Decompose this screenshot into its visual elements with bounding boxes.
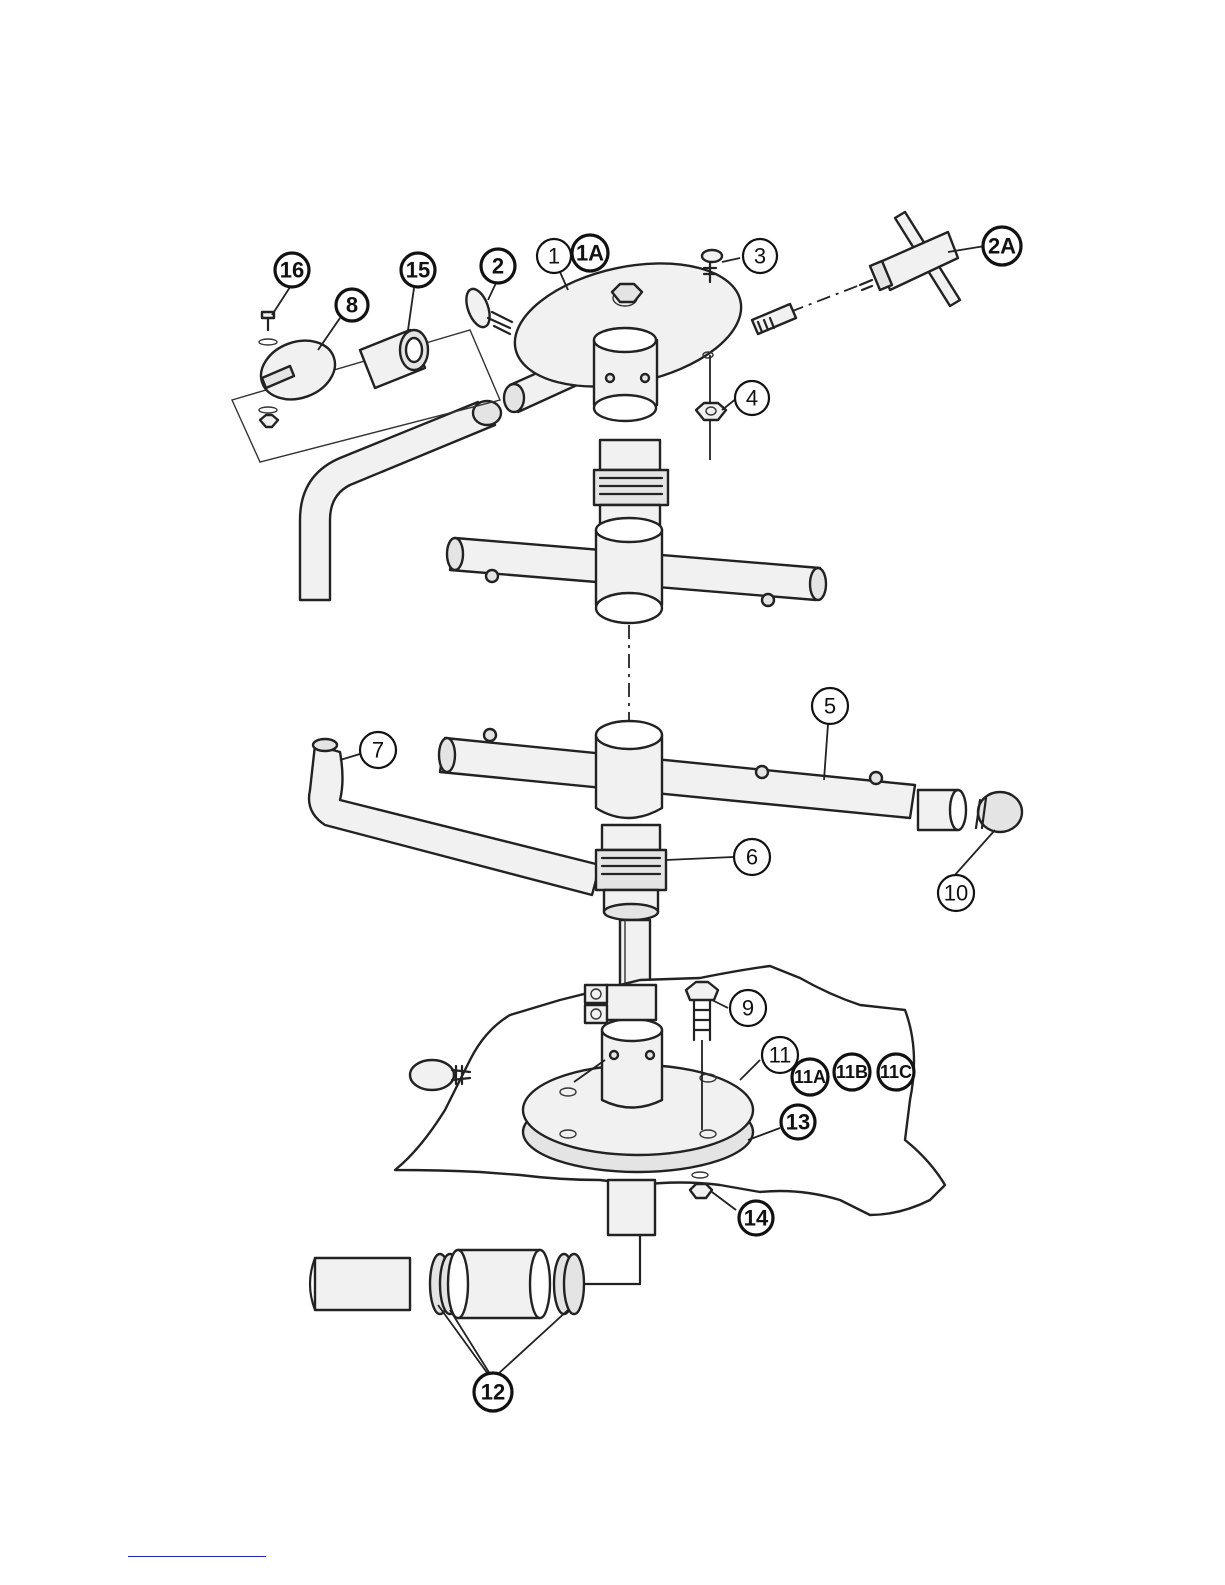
- callout-2A: 2A: [983, 227, 1021, 265]
- callout-11A: 11A: [792, 1059, 828, 1095]
- wing-bolt: [462, 286, 512, 334]
- svg-text:11C: 11C: [880, 1062, 912, 1082]
- callout-11C: 11C: [878, 1054, 914, 1090]
- svg-text:3: 3: [754, 244, 766, 269]
- callout-2: 2: [481, 249, 515, 283]
- callout-5: 5: [812, 688, 848, 724]
- svg-text:9: 9: [742, 996, 754, 1021]
- svg-text:8: 8: [346, 293, 358, 318]
- svg-text:7: 7: [372, 738, 384, 763]
- callout-16: 16: [275, 253, 309, 287]
- t-handle-valve: [752, 212, 960, 334]
- callout-9: 9: [730, 990, 766, 1026]
- svg-text:1A: 1A: [576, 241, 604, 266]
- callout-3: 3: [743, 239, 777, 273]
- hose-coupling: [310, 1236, 640, 1318]
- svg-text:12: 12: [481, 1380, 505, 1405]
- callout-4: 4: [735, 381, 769, 415]
- svg-text:14: 14: [744, 1206, 769, 1231]
- svg-text:5: 5: [824, 694, 836, 719]
- svg-text:15: 15: [406, 258, 430, 283]
- callout-11B: 11B: [834, 1054, 870, 1090]
- svg-text:10: 10: [944, 881, 968, 906]
- clamp-group: [253, 312, 428, 427]
- callout-6: 6: [734, 839, 770, 875]
- callout-1: 1: [537, 239, 571, 273]
- callout-13: 13: [781, 1105, 815, 1139]
- svg-text:2A: 2A: [988, 234, 1016, 259]
- upper-spray-arm: [447, 440, 826, 623]
- callout-11: 11: [762, 1037, 798, 1073]
- svg-text:16: 16: [280, 258, 304, 283]
- svg-text:6: 6: [746, 845, 758, 870]
- callout-7: 7: [360, 732, 396, 768]
- callout-15: 15: [401, 253, 435, 287]
- callout-8: 8: [336, 289, 368, 321]
- callout-14: 14: [739, 1201, 773, 1235]
- svg-text:2: 2: [492, 254, 504, 279]
- lower-spray-arm: [309, 721, 1022, 920]
- callout-10: 10: [938, 875, 974, 911]
- svg-text:11: 11: [769, 1043, 792, 1068]
- svg-text:13: 13: [786, 1110, 810, 1135]
- svg-text:1: 1: [548, 244, 560, 269]
- deck-mount: [395, 966, 945, 1235]
- callout-12: 12: [474, 1373, 512, 1411]
- svg-text:11B: 11B: [836, 1062, 868, 1082]
- hex-nut: [696, 355, 726, 460]
- svg-text:11A: 11A: [794, 1067, 826, 1087]
- callout-1A: 1A: [572, 235, 608, 271]
- svg-text:4: 4: [746, 386, 758, 411]
- footer-link-underline: [128, 1556, 266, 1557]
